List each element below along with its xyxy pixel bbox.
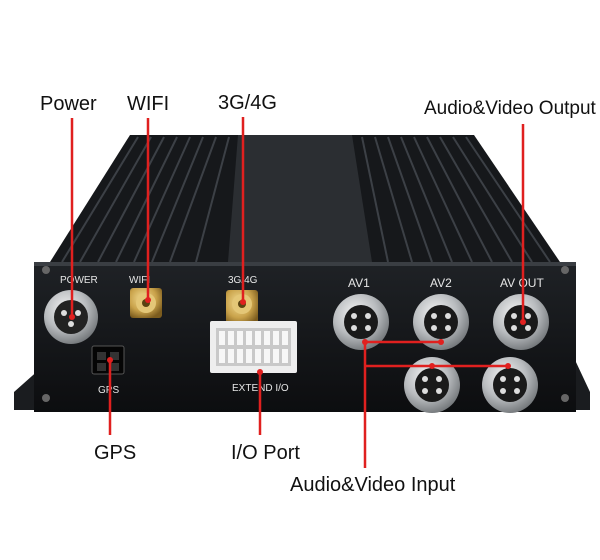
panel-label-av1: AV1 [348,276,370,290]
av3-connector-icon [404,357,460,413]
callout-power: Power [40,93,97,115]
extend-io-port-icon [210,321,297,373]
av1-connector-icon [333,294,389,350]
leader-lines [70,117,525,468]
panel-label-power: POWER [60,275,98,286]
panel-label-wifi: WIFI [129,275,150,286]
panel-label-gps: GPS [98,385,119,396]
heat-sink-top [50,135,560,263]
callout-av-input: Audio&Video Input [290,474,456,496]
callout-av-output: Audio&Video Output [424,98,596,119]
av4-connector-icon [482,357,538,413]
callout-gps: GPS [94,442,137,464]
wifi-antenna-connector-icon [130,288,162,318]
av2-connector-icon [413,294,469,350]
callout-3g4g: 3G/4G [218,92,277,114]
panel-label-av2: AV2 [430,276,452,290]
leader-dots [69,297,526,375]
callout-io-port: I/O Port [231,442,300,464]
callout-wifi: WIFI [127,93,170,115]
